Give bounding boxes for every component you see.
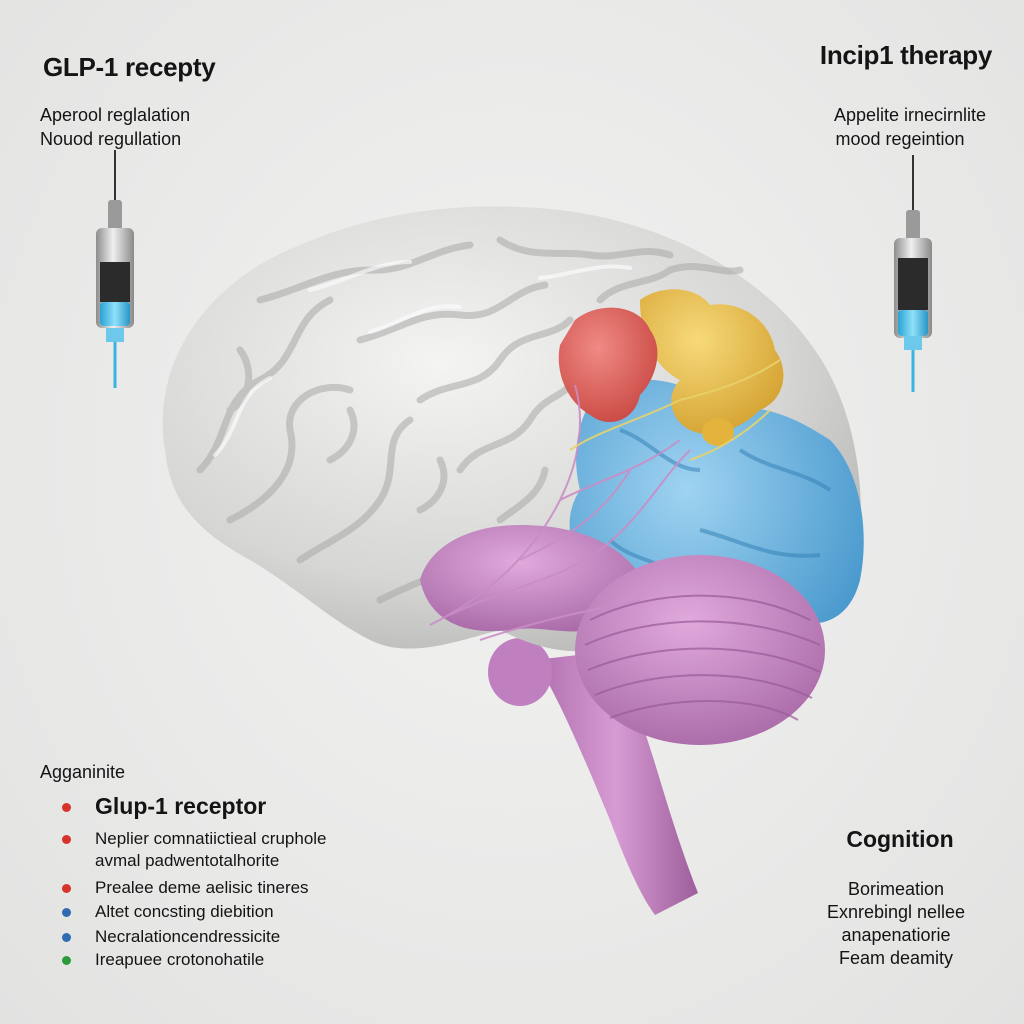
cognition-title: Cognition	[846, 826, 954, 852]
nerve-branches	[429, 384, 691, 641]
cognition-line: Exnrebingl nellee	[826, 902, 966, 922]
legend-item: Ireapuee crotonohatile	[95, 950, 265, 969]
pons	[488, 638, 552, 706]
legend-dot	[62, 956, 71, 965]
legend-item: Necralationcendressicite	[95, 927, 281, 946]
legend-item: Neplier comnatiictieal cruphole avmal pa…	[95, 829, 327, 870]
syringe-icon-left	[96, 150, 134, 388]
region-yellow	[640, 289, 784, 434]
right-title: Incip1 therapy	[819, 40, 992, 70]
right-subtitle-2: mood regeintion	[835, 129, 965, 149]
legend-dot	[62, 884, 71, 893]
legend-item: Glup-1 receptor	[95, 793, 267, 819]
legend-item: Prealee deme aelisic tineres	[95, 878, 309, 897]
legend-dot	[62, 933, 71, 942]
legend-item: Altet concsting diebition	[95, 902, 274, 921]
cognition-line: Feam deamity	[838, 948, 954, 968]
brain-stem	[535, 650, 698, 915]
legend-dot	[62, 835, 71, 844]
left-subtitle-2: Nouod regullation	[40, 129, 182, 149]
left-subtitle-1: Aperool reglalation	[40, 105, 191, 125]
region-red	[558, 307, 658, 423]
legend-heading: Agganinite	[40, 762, 126, 782]
gyri	[196, 236, 744, 604]
legend-dot	[62, 908, 71, 917]
legend-dot	[62, 803, 71, 812]
right-subtitle-1: Appelite irnecirnlite	[833, 105, 987, 125]
cognition-line: Borimeation	[847, 879, 945, 899]
cognition-line: anapenatiorie	[841, 925, 951, 945]
left-title: GLP-1 recepty	[43, 52, 216, 82]
syringe-icon-right	[894, 155, 932, 392]
